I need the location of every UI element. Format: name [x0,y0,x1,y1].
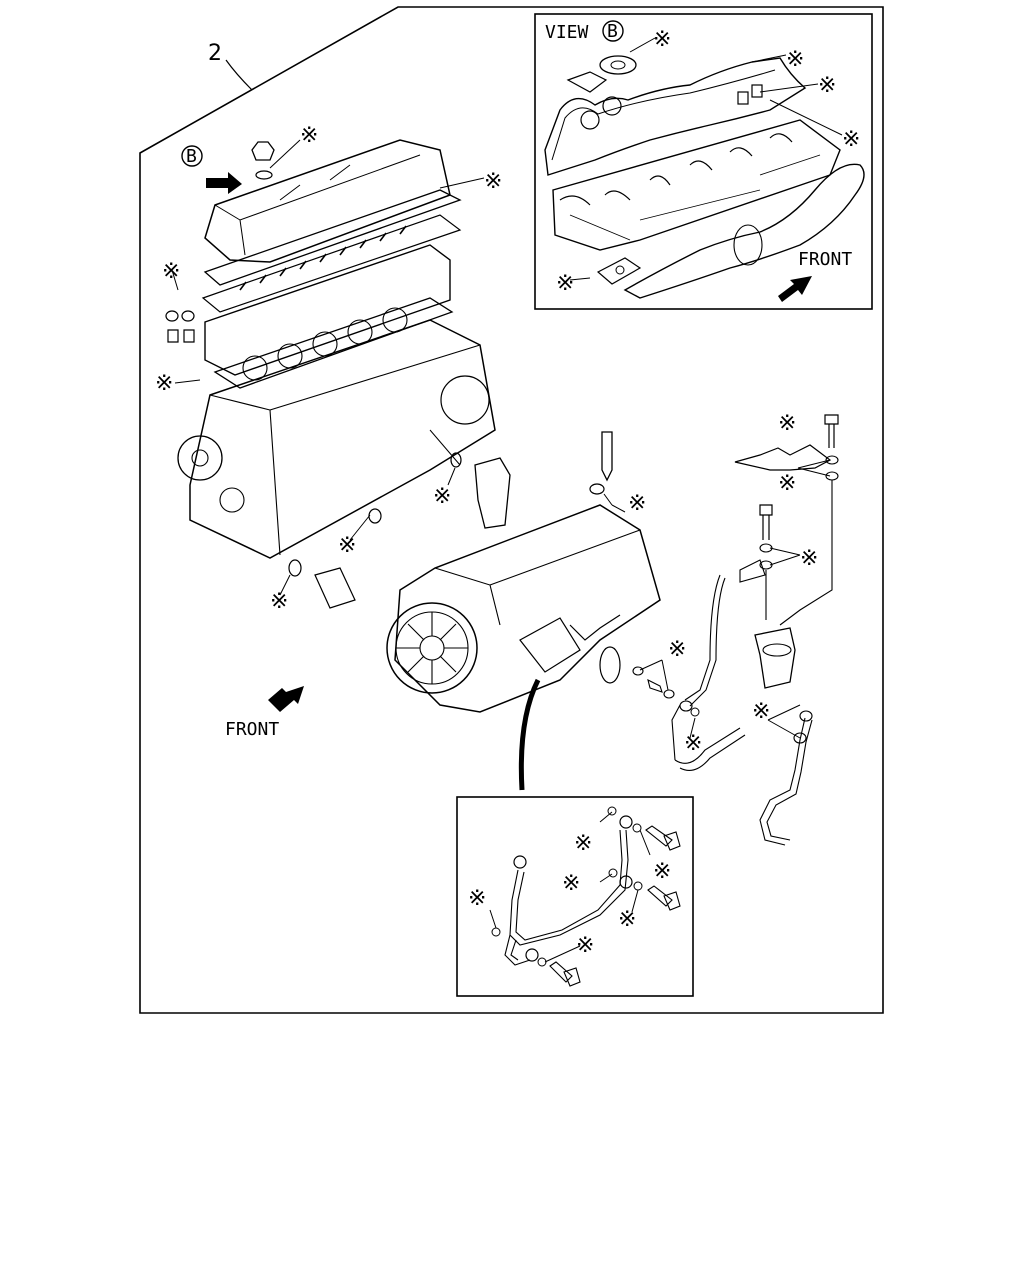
view-b-arrow [206,172,242,194]
fuel-pipe-lower [674,727,746,771]
part-marker: ※ [668,637,686,662]
fuel-filter-bracket [734,444,832,471]
engine-block [189,319,496,559]
part-marker: ※ [338,533,356,558]
cylinder-head [552,119,841,251]
starter [519,617,581,673]
part-marker: ※ [618,907,636,932]
port-gasket [599,55,637,75]
callout-number: 2 [208,41,222,66]
inset-front-label: FRONT [798,249,852,270]
harness-leader [518,678,541,791]
fuel-filter-bolt [824,414,839,448]
part-marker: ※ [628,491,646,516]
harness-inset [456,796,694,997]
inset-front-arrow [778,276,812,302]
part-marker: ※ [433,484,451,509]
view-letter: B [607,21,618,42]
flywheel [386,602,478,694]
part-marker: ※ [786,47,804,72]
fuel-pipe-right [759,717,813,846]
manifold-gasket [596,257,642,285]
part-marker: ※ [778,411,796,436]
part-marker: ※ [468,886,486,911]
crank-pulley [177,435,223,481]
part-marker: ※ [653,859,671,884]
part-marker: ※ [778,471,796,496]
thermostat-housing [474,457,511,529]
part-marker: ※ [752,699,770,724]
engine-cylinder-head [204,244,451,376]
part-marker: ※ [556,271,574,296]
view-letter-circle [602,20,624,42]
part-marker: ※ [800,546,818,571]
exhaust-manifold [623,163,865,299]
assembled-engine [394,504,661,713]
rocker-cover-gasket [544,57,807,176]
view-b-inset: VIEW B FRONT [534,13,873,310]
harness-bolt [645,825,681,851]
glow-plug-harness [509,829,629,946]
part-marker: ※ [300,123,318,148]
part-marker: ※ [270,589,288,614]
injector [601,431,613,482]
part-marker: ※ [155,371,173,396]
part-markers: ※ ※ ※ ※ ※ ※ ※ ※ ※ ※ ※ ※ ※ ※ ※ ※ ※ ※ ※ ※ … [155,27,860,958]
part-marker: ※ [653,27,671,52]
part-marker: ※ [818,73,836,98]
part-marker: ※ [562,871,580,896]
part-marker: ※ [484,169,502,194]
head-gasket [213,297,454,389]
view-b-marker-letter: B [186,146,197,167]
view-label: VIEW [545,22,589,43]
callout-leader [225,59,253,91]
oil-filler-cap [251,141,275,161]
rocker-cover [204,139,451,263]
main-front-label: FRONT [225,719,279,740]
part-marker: ※ [842,127,860,152]
rocker-cover-gasket-main [203,189,462,286]
part-marker: ※ [684,731,702,756]
part-marker: ※ [162,259,180,284]
view-b-marker [181,145,203,167]
part-marker: ※ [574,831,592,856]
fuel-filter [754,627,796,689]
kit-outline [139,6,884,1014]
part-marker: ※ [576,933,594,958]
fuel-pipe-left [684,574,726,707]
main-front-arrow [268,686,304,712]
water-pipe [314,567,356,609]
